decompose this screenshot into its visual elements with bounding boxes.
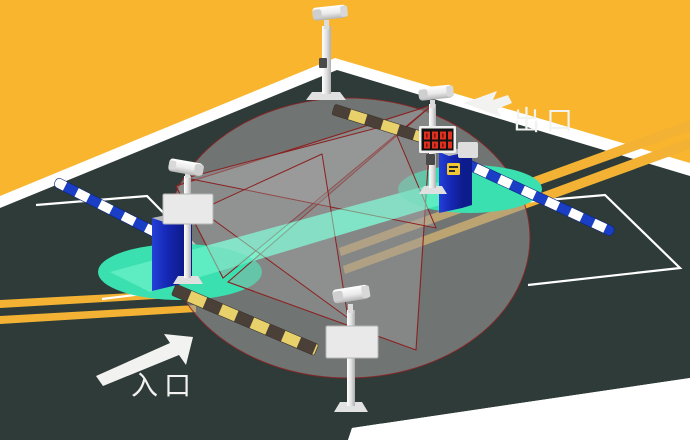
exit-arrow-icon [464, 91, 512, 117]
entrance-camera-pole [184, 176, 191, 278]
entrance-camera-base [173, 276, 203, 284]
entrance-camera-lens [193, 163, 204, 176]
exit-camera-rear [446, 85, 454, 97]
exit-gate-badge [447, 163, 460, 175]
left-sign-board [162, 193, 214, 225]
top-pole-junction-box [319, 58, 327, 68]
foreground-camera-assembly [325, 284, 379, 412]
road-upper-edge-line [0, 58, 690, 210]
exit-label: 出口 [513, 106, 579, 137]
entrance-label: 入口 [131, 371, 197, 402]
exit-gate-badge-line-1 [449, 166, 458, 168]
top-pole-camera-assembly [306, 4, 348, 100]
top-camera-bracket [324, 20, 329, 29]
center-line-yellow-left-inner [0, 305, 196, 324]
lower-striped-barrier-arm [171, 284, 319, 356]
mint-detection-beam-overlay [110, 178, 470, 292]
entrance-lane-camera-assembly [162, 158, 214, 284]
exit-gate-cabinet-side [462, 148, 472, 208]
exit-gate-cabinet [439, 148, 462, 213]
foreground-camera-base [334, 402, 368, 412]
entrance-arrow-icon [96, 334, 193, 386]
exit-gate-motor-box [458, 142, 478, 158]
led-info-display[interactable] [419, 126, 456, 153]
exit-gate-badge-line-2 [449, 170, 455, 172]
entrance-gate-cabinet [152, 212, 181, 291]
foreground-sign-board [325, 325, 379, 359]
exit-pole-junction-box [426, 154, 435, 165]
exit-barrier-gate[interactable] [439, 142, 616, 237]
road-lower-edge-line-2 [348, 378, 690, 440]
top-camera-lens [312, 9, 322, 19]
top-camera-rear [340, 5, 348, 17]
top-pole-base [306, 92, 346, 100]
exit-camera-bracket [430, 100, 435, 108]
led-display-text-gaps [426, 133, 444, 147]
foreground-camera-rear [361, 285, 371, 299]
entrance-camera-rear [168, 160, 177, 170]
exit-camera-base [419, 186, 447, 194]
exit-camera-lens [418, 89, 428, 99]
foreground-camera-bracket [348, 304, 353, 313]
foreground-camera-lens [332, 290, 344, 302]
